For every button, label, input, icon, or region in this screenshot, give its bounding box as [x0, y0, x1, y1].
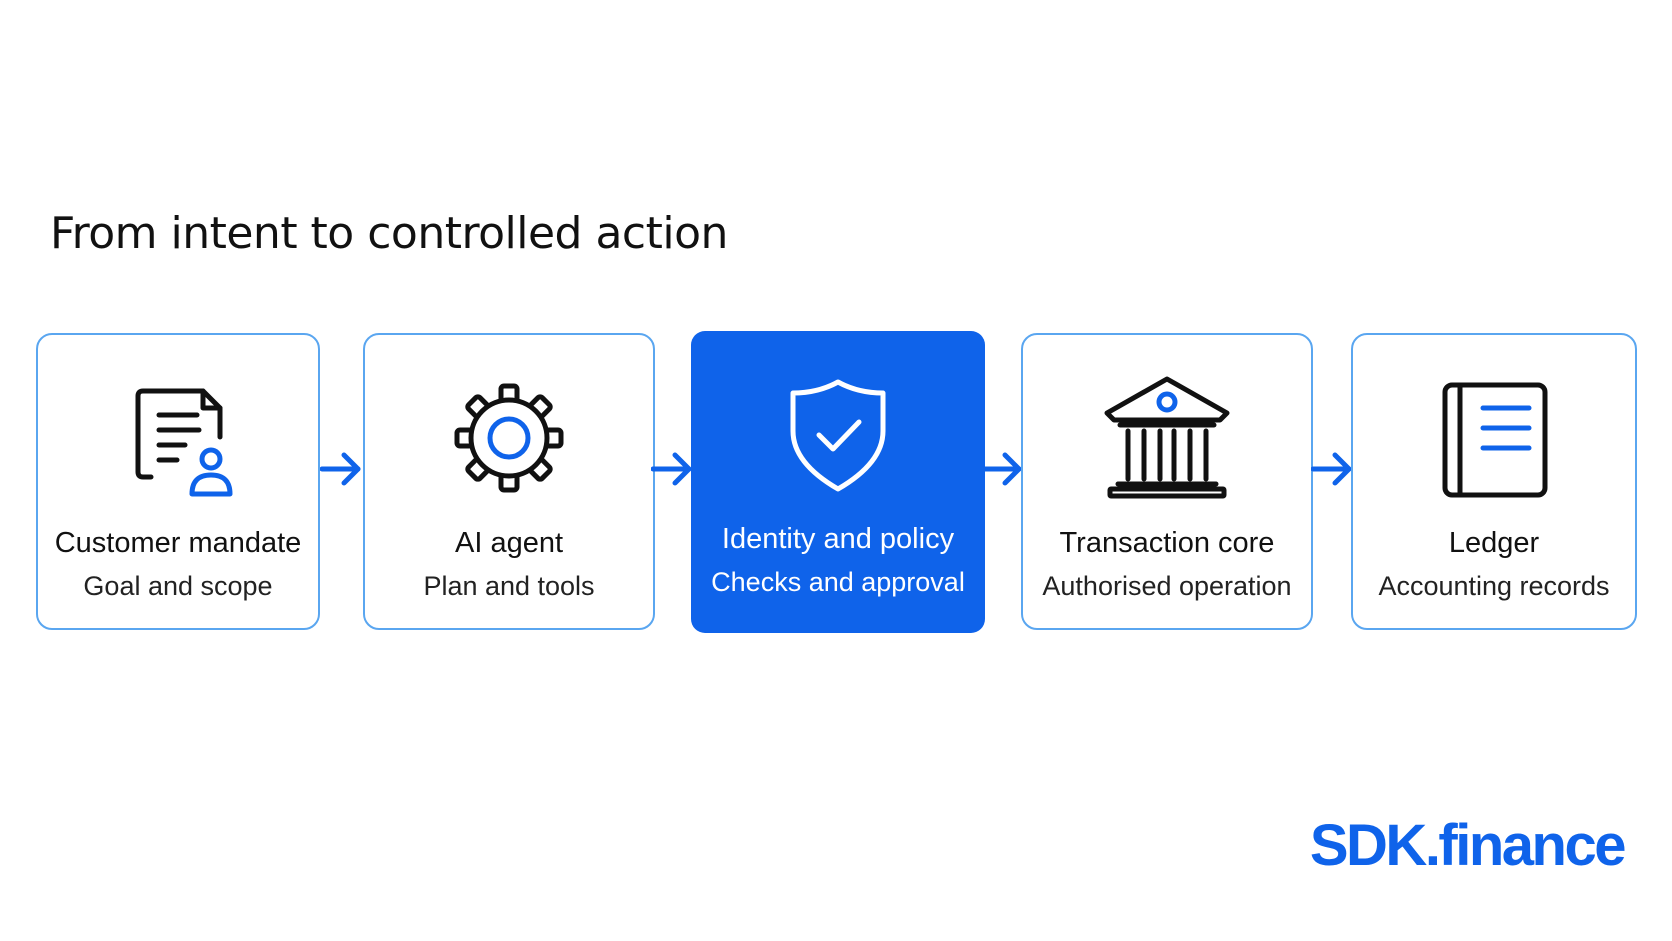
step-sublabel: Accounting records: [1378, 571, 1610, 601]
step-sublabel: Checks and approval: [711, 567, 965, 597]
step-ledger: Ledger Accounting records: [1351, 333, 1637, 630]
bank-icon: [1102, 373, 1232, 503]
ledger-book-icon: [1429, 373, 1559, 503]
step-label: Identity and policy: [721, 523, 955, 555]
step-identity-and-policy: Identity and policy Checks and approval: [691, 331, 985, 633]
arrow-right-icon: [320, 449, 364, 489]
step-customer-mandate: Customer mandate Goal and scope: [36, 333, 320, 630]
shield-check-icon: [773, 369, 903, 499]
document-user-icon: [113, 373, 243, 503]
step-label: Ledger: [1448, 527, 1540, 559]
step-label: Transaction core: [1059, 527, 1275, 559]
diagram-title: From intent to controlled action: [50, 208, 728, 259]
arrow-right-icon: [981, 449, 1025, 489]
brand-logo: SDK.finance: [1309, 813, 1627, 878]
step-sublabel: Authorised operation: [1042, 571, 1292, 601]
gear-icon: [444, 373, 574, 503]
step-sublabel: Goal and scope: [83, 571, 273, 601]
arrow-right-icon: [651, 449, 695, 489]
arrow-right-icon: [1311, 449, 1355, 489]
step-label: Customer mandate: [54, 527, 302, 559]
step-transaction-core: Transaction core Authorised operation: [1021, 333, 1313, 630]
step-sublabel: Plan and tools: [423, 571, 595, 601]
step-label: AI agent: [454, 527, 564, 559]
step-ai-agent: AI agent Plan and tools: [363, 333, 655, 630]
